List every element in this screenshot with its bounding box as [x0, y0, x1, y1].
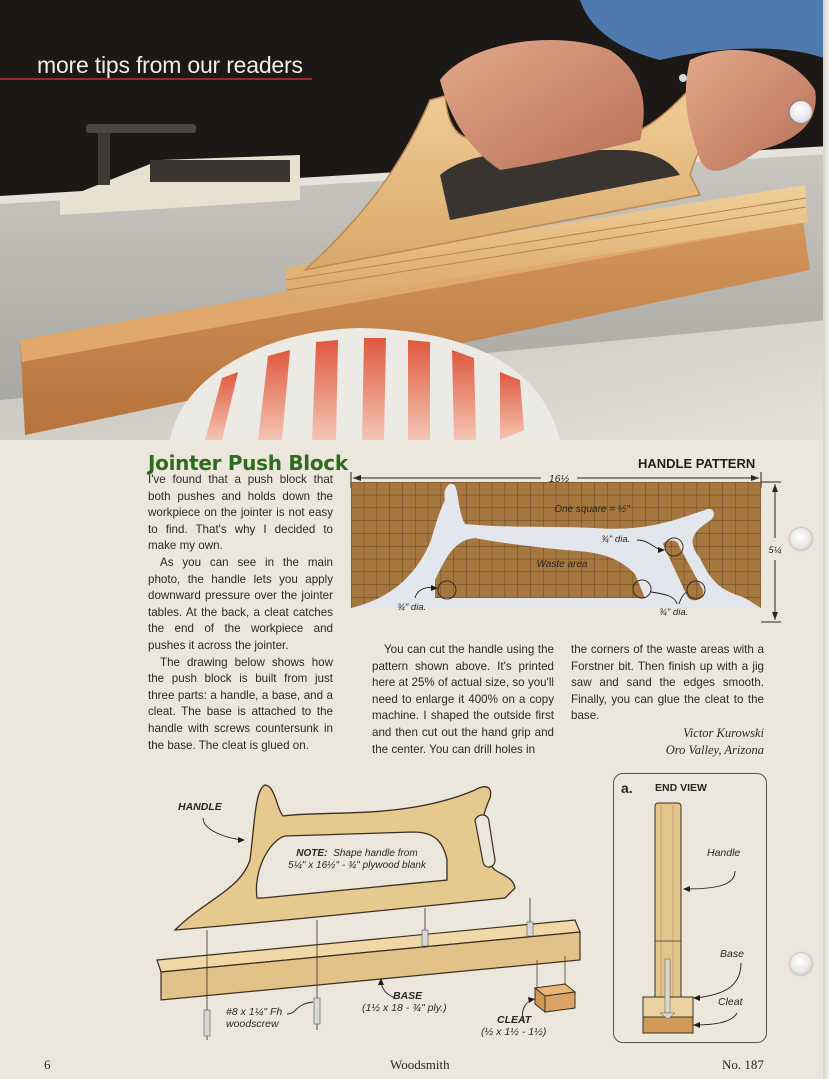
paragraph-photo: As you can see in the main photo, the ha…: [148, 555, 333, 652]
binder-hole-upper: [790, 101, 812, 123]
base-dimensions: (1½ x 18 - ¾" ply.): [362, 1002, 447, 1014]
end-view-letter: a.: [621, 780, 633, 796]
end-view-drawing: [642, 802, 742, 1034]
hero-photo: more tips from our readers: [0, 0, 829, 440]
magazine-name: Woodsmith: [390, 1057, 450, 1072]
screw-label-line-1: #8 x 1¼" Fh: [226, 1006, 283, 1018]
paragraph-intro: I've found that a push block that both p…: [148, 473, 333, 553]
cleat-dimensions: (½ x 1½ - 1½): [481, 1026, 547, 1038]
base-label: BASE: [393, 990, 423, 1002]
hole-label-upper-right: ¾" dia.: [601, 534, 630, 545]
paragraph-finish: the corners of the waste areas with a Fo…: [571, 643, 764, 723]
handle-pattern-diagram: 16½ One square = ½" Waste area ¾" dia. ¾…: [350, 472, 782, 623]
svg-text:NOTE: Shape handle from: NOTE: Shape handle from: [296, 848, 417, 859]
author-name: Victor Kurowski: [683, 725, 764, 740]
note-label: NOTE:: [296, 848, 327, 859]
pattern-height-dimension: 5¼: [768, 545, 781, 556]
end-view-handle-label: Handle: [707, 847, 741, 859]
paragraph-pattern: You can cut the handle using the pattern…: [372, 643, 554, 756]
end-view-cleat-label: Cleat: [718, 996, 743, 1008]
section-title: more tips from our readers: [37, 52, 303, 78]
page-number: 6: [44, 1057, 51, 1072]
exploded-view-drawing: NOTE: Shape handle from 5¼" x 16½" - ¾" …: [156, 784, 581, 1040]
note-line-2: 5¼" x 16½" - ¾" plywood blank: [288, 859, 427, 871]
binder-hole-bottom: [790, 953, 812, 975]
end-view-base-label: Base: [720, 948, 744, 960]
pattern-scale-note: One square = ½": [554, 504, 630, 515]
issue-number: No. 187: [722, 1057, 764, 1072]
article-title: Jointer Push Block: [148, 451, 348, 475]
handle-pattern-title: HANDLE PATTERN: [638, 456, 756, 471]
paragraph-drawing: The drawing below shows how the push blo…: [148, 655, 333, 752]
author-location: Oro Valley, Arizona: [665, 742, 764, 757]
hole-label-left: ¾" dia.: [397, 602, 426, 613]
article-column-2: You can cut the handle using the pattern…: [372, 642, 554, 758]
page-edge: [823, 0, 829, 1079]
section-title-underline: [0, 78, 312, 80]
hole-label-lower-right: ¾" dia.: [659, 607, 688, 618]
jointer-push-block-photo: [0, 0, 829, 440]
end-view-title: END VIEW: [655, 782, 707, 794]
note-line-1: Shape handle from: [333, 848, 418, 859]
screw-label-line-2: woodscrew: [226, 1018, 279, 1030]
cleat-label: CLEAT: [497, 1014, 532, 1026]
end-view-panel: [613, 773, 767, 1043]
article-column-1: I've found that a push block that both p…: [148, 472, 333, 754]
handle-label: HANDLE: [178, 801, 222, 813]
article-column-3: the corners of the waste areas with a Fo…: [571, 642, 764, 759]
waste-area-label: Waste area: [537, 559, 588, 570]
binder-hole-top: [790, 528, 812, 550]
